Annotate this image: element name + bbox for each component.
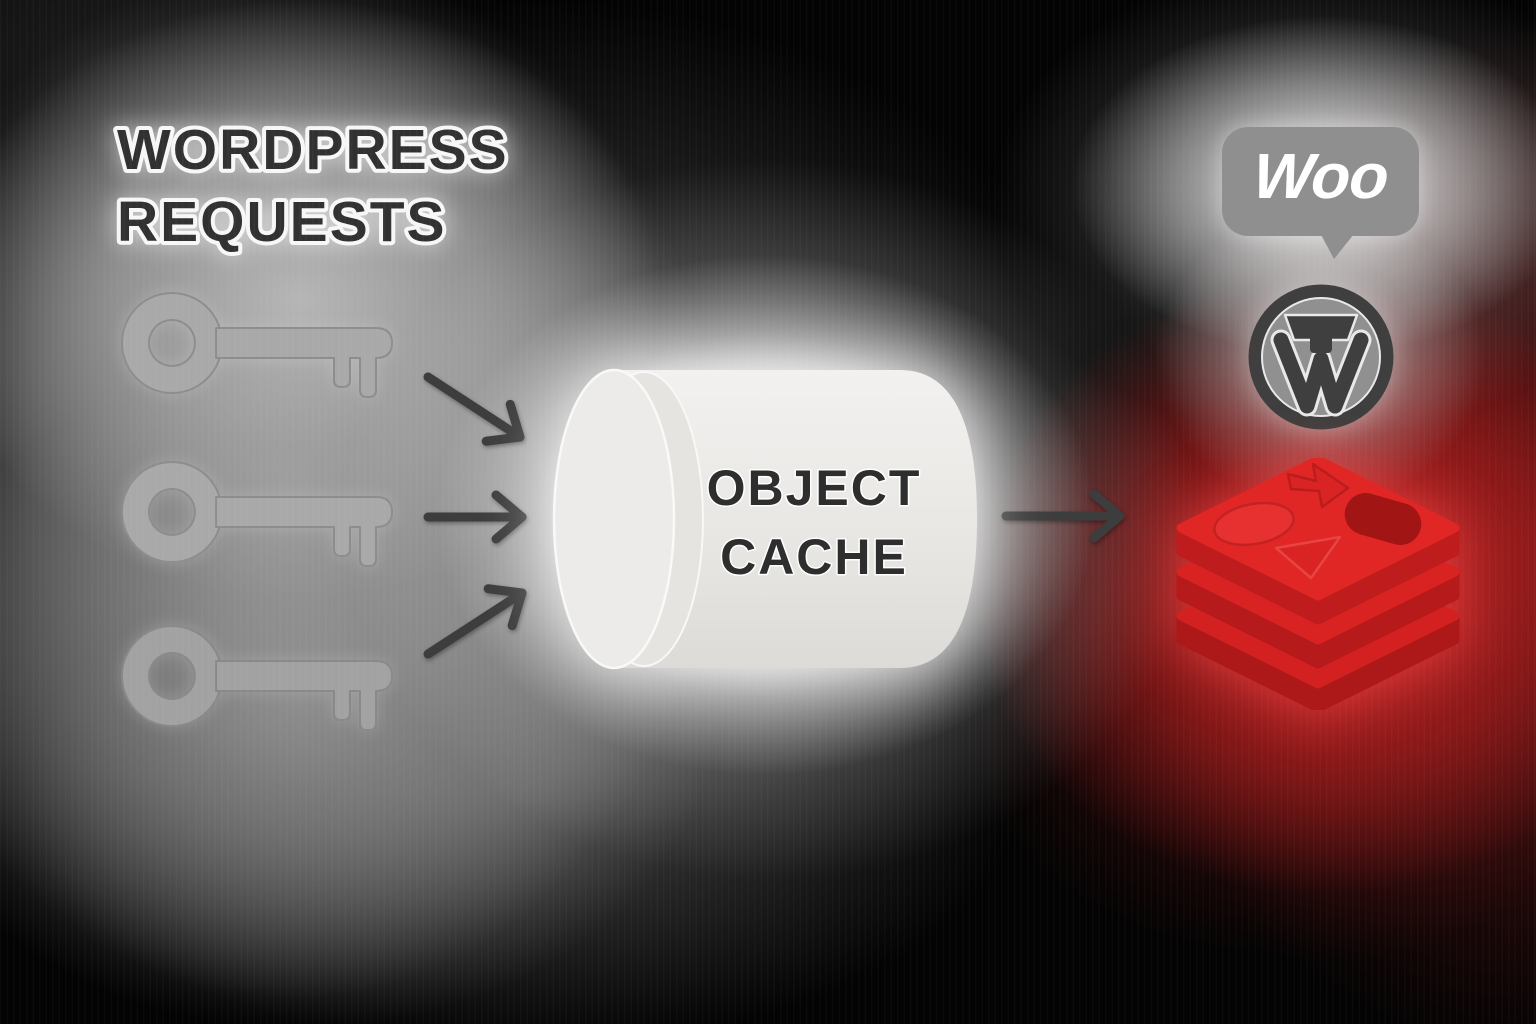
redis-arrow-mark [1286, 462, 1350, 509]
cache-label-line-1: OBJECT [707, 460, 922, 516]
wp-w-cap [1283, 313, 1359, 342]
redis-logo [1176, 458, 1460, 710]
redis-ellipse-mark [1213, 501, 1295, 547]
woo-logo-text: Woo [1250, 140, 1391, 212]
redis-pill-mark [1344, 493, 1422, 545]
title-line-1: WORDPRESS [117, 118, 509, 182]
object-cache-cylinder: OBJECT CACHE [552, 368, 977, 670]
arrow-key1-to-cache [423, 372, 525, 446]
arrow-key3-to-cache [423, 584, 527, 659]
wp-inner-highlight [1261, 297, 1381, 417]
title-line-2: REQUESTS [117, 190, 447, 254]
cylinder-body [614, 370, 977, 668]
key-icon [121, 625, 393, 731]
wp-w-tab [1310, 333, 1332, 353]
key-icon [121, 461, 393, 567]
redis-layer-1 [1176, 458, 1460, 625]
key-icon [121, 292, 393, 398]
redis-triangle-mark [1274, 535, 1342, 580]
wordpress-logo [1248, 284, 1394, 430]
woo-logo: Woo [1222, 127, 1419, 259]
cylinder-cap [552, 368, 676, 670]
wp-w-glyph [1273, 332, 1369, 414]
woo-speech-bubble [1222, 127, 1419, 236]
cache-label-line-2: CACHE [720, 529, 908, 585]
diagram-title: WORDPRESS REQUESTS [113, 114, 511, 258]
